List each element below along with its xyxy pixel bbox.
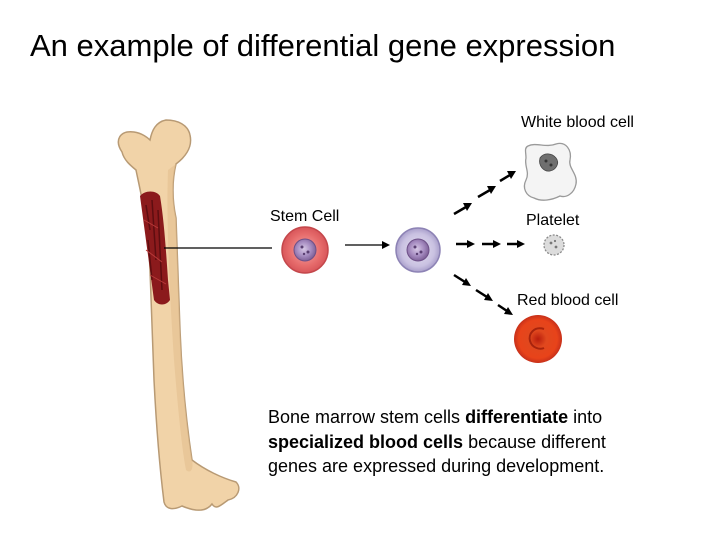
description-text: Bone marrow stem cells differentiate int…	[268, 405, 618, 479]
page-title: An example of differential gene expressi…	[30, 28, 616, 63]
platelet-label: Platelet	[526, 212, 580, 229]
bone-shadow	[167, 164, 193, 472]
white-blood-cell	[523, 142, 577, 201]
arrows-to-platelet	[456, 240, 525, 248]
description-part-1: Bone marrow stem cells	[268, 407, 466, 427]
bone-illustration	[117, 119, 240, 511]
red-blood-cell-label: Red blood cell	[517, 292, 619, 309]
red-blood-cell	[514, 315, 562, 363]
stem-cell-label: Stem Cell	[270, 208, 340, 225]
description-bold-specialized: specialized blood cells	[268, 431, 464, 452]
white-blood-cell-label: White blood cell	[521, 114, 634, 131]
progenitor-cell	[395, 227, 441, 273]
arrows-to-white-blood-cell	[453, 171, 516, 216]
arrow-stem-to-progenitor	[345, 241, 390, 249]
description-part-3: because different genes are expressed du…	[268, 431, 606, 477]
description-bold-differentiate: differentiate	[465, 407, 569, 427]
arrows-to-red-blood-cell	[453, 273, 513, 315]
platelet	[543, 234, 565, 256]
description-part-2: into	[568, 407, 603, 427]
stem-cell	[281, 226, 329, 274]
